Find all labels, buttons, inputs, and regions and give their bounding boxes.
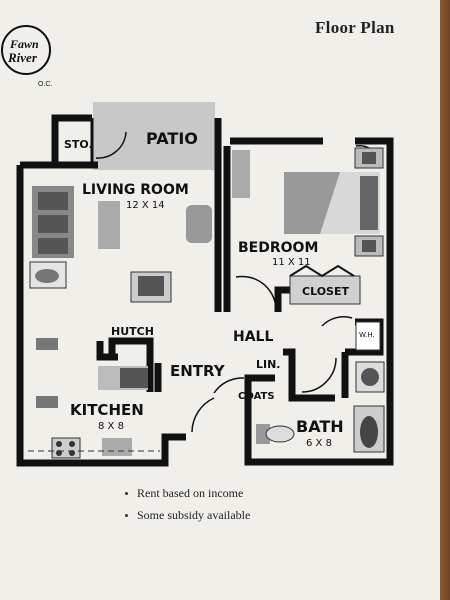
wood-background (440, 0, 450, 600)
patio-area (93, 102, 215, 170)
bullet-icon (125, 513, 128, 517)
note-text: Some subsidy available (137, 508, 251, 522)
logo-text-line2: River (7, 50, 38, 65)
bedroom-size: 11 X 11 (272, 257, 311, 268)
bath-fixtures (256, 321, 385, 453)
logo-text-line1: Fawn (9, 37, 39, 51)
note-item: Some subsidy available (125, 504, 250, 526)
bedroom-furniture (232, 147, 384, 305)
patio-label: PATIO (146, 129, 198, 148)
kitchen-label: KITCHEN (70, 401, 144, 419)
hutch-label: HUTCH (111, 325, 154, 338)
living-room-label: LIVING ROOM (82, 182, 189, 198)
note-text: Rent based on income (137, 486, 244, 500)
page-title: Floor Plan (315, 18, 395, 37)
coats-label: COATS (238, 391, 275, 402)
fawn-river-logo: Fawn River O.C. (1, 25, 52, 88)
water-heater-label: W.H. (359, 331, 375, 339)
note-item: Rent based on income (125, 482, 250, 504)
bath-size: 6 X 8 (306, 438, 332, 449)
logo-mark: O.C. (38, 81, 52, 88)
bedroom-label: BEDROOM (238, 240, 318, 256)
hall-label: HALL (233, 329, 273, 345)
notes-list: Rent based on income Some subsidy availa… (125, 482, 250, 526)
living-room-size: 12 X 14 (126, 200, 165, 211)
bullet-icon (125, 491, 128, 495)
bath-label: BATH (296, 417, 344, 436)
kitchen-furniture (28, 338, 160, 459)
kitchen-size: 8 X 8 (98, 421, 124, 432)
storage-label: STO. (64, 138, 93, 151)
entry-label: ENTRY (170, 362, 226, 380)
door-swings (95, 131, 381, 433)
closet-label: CLOSET (302, 285, 349, 298)
linen-label: LIN. (256, 358, 281, 371)
living-room-furniture (29, 186, 212, 303)
